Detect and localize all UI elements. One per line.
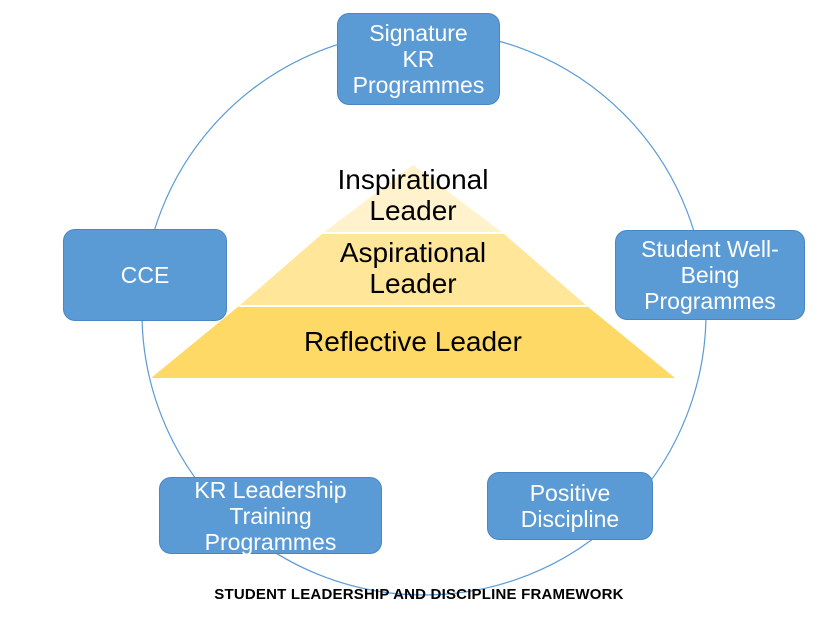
cce-box: CCE [63,229,227,321]
positive-discipline-box: Positive Discipline [487,472,653,540]
student-wellbeing-box: Student Well- Being Programmes [615,230,805,320]
signature-programmes-box: Signature KR Programmes [337,13,500,105]
inspirational-leader-label: Inspirational Leader [337,164,489,226]
framework-caption: STUDENT LEADERSHIP AND DISCIPLINE FRAMEW… [214,586,624,603]
aspirational-leader-label: Aspirational Leader [339,237,487,299]
pyramid-tier-bottom [151,306,675,378]
reflective-leader-label: Reflective Leader [304,326,522,357]
leadership-training-box: KR Leadership Training Programmes [159,477,382,555]
pyramid-tier-top [323,165,503,233]
pyramid-tier-middle [239,233,587,306]
